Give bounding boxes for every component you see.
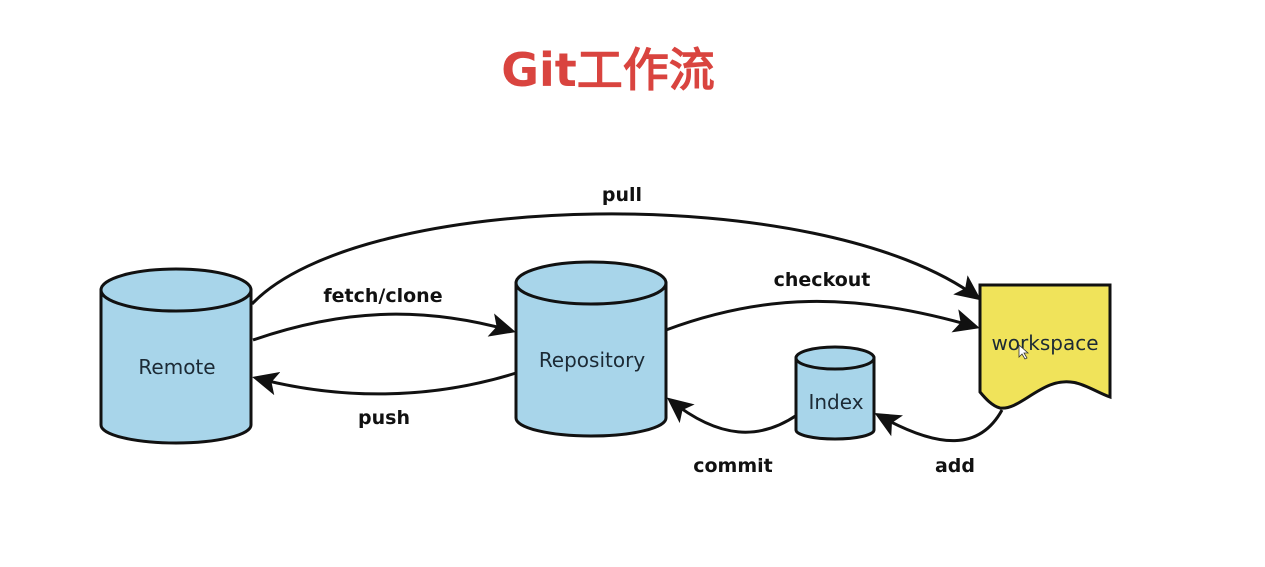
checkout-label: checkout: [774, 269, 871, 291]
commit-arrow: [666, 397, 798, 434]
push-arrow: [252, 371, 517, 396]
edge-commit: commit: [666, 397, 798, 477]
index-cylinder-body: [794, 356, 876, 441]
index-cylinder-top: [794, 345, 876, 371]
edge-fetch-clone: fetch/clone: [252, 285, 516, 342]
remote-cylinder-top: [99, 267, 253, 313]
edge-add: add: [874, 409, 1004, 477]
pull-label: pull: [602, 184, 642, 206]
repository-cylinder-body: [514, 281, 668, 438]
checkout-arrow: [665, 300, 980, 333]
remote-label: Remote: [138, 355, 215, 379]
push-label: push: [358, 407, 410, 429]
node-repository: Repository: [514, 260, 668, 438]
repository-label: Repository: [539, 348, 646, 372]
edge-push: push: [252, 371, 517, 429]
fetch-clone-arrow: [252, 312, 516, 342]
mouse-pointer-icon: [1018, 344, 1030, 360]
add-arrow: [874, 409, 1004, 443]
workspace-label: workspace: [991, 331, 1098, 355]
node-workspace: workspace: [978, 283, 1112, 410]
diagram-title: Git工作流: [501, 43, 715, 97]
remote-cylinder-body: [99, 288, 253, 445]
repository-cylinder-top: [514, 260, 668, 306]
fetch-clone-label: fetch/clone: [323, 285, 442, 307]
add-label: add: [935, 455, 975, 477]
pull-arrow: [250, 212, 982, 306]
edge-checkout: checkout: [665, 269, 980, 333]
commit-label: commit: [693, 455, 773, 477]
node-index: Index: [794, 345, 876, 441]
node-remote: Remote: [99, 267, 253, 445]
index-label: Index: [808, 390, 863, 414]
workspace-document-shape: [978, 283, 1112, 410]
edge-pull: pull: [250, 184, 982, 306]
